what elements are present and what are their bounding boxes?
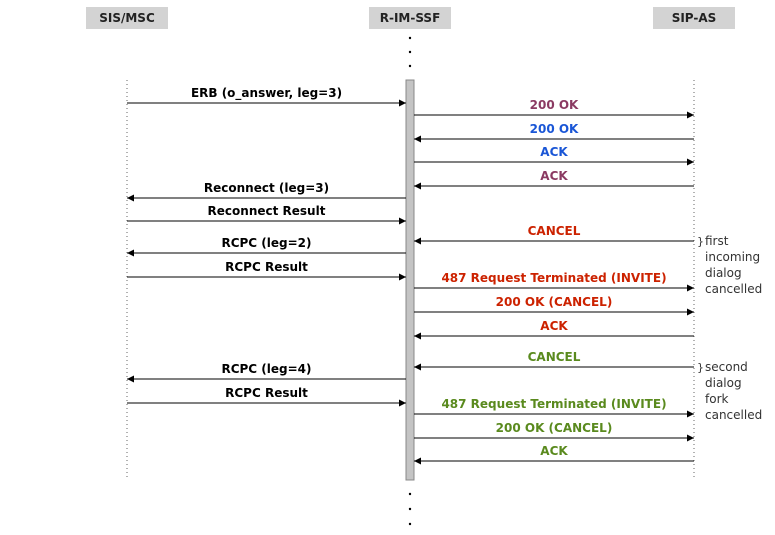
note-line: first	[705, 234, 729, 248]
message-16: 487 Request Terminated (INVITE)	[414, 397, 694, 418]
message-15: RCPC Result	[127, 386, 406, 407]
note-line: dialog	[705, 266, 742, 280]
note-line: dialog	[705, 376, 742, 390]
message-8: RCPC (leg=2)	[127, 236, 406, 257]
note-line: fork	[705, 392, 729, 406]
message-label: 200 OK	[530, 122, 579, 136]
message-11: 200 OK (CANCEL)	[414, 295, 694, 316]
note-line: incoming	[705, 250, 760, 264]
message-6: Reconnect Result	[127, 204, 406, 225]
message-label: RCPC Result	[225, 260, 308, 274]
message-4: ACK	[414, 169, 694, 190]
message-label: ACK	[540, 444, 568, 458]
message-18: ACK	[414, 444, 694, 465]
continuation-dots-bottom	[408, 492, 412, 526]
note-brace: }	[697, 235, 704, 248]
message-5: Reconnect (leg=3)	[127, 181, 406, 202]
message-12: ACK	[414, 319, 694, 340]
note-0: }first incoming dialog cancelled	[697, 234, 762, 296]
message-3: ACK	[414, 145, 694, 166]
note-1: }second dialog fork cancelled	[697, 360, 762, 422]
message-13: CANCEL	[414, 350, 694, 371]
message-9: RCPC Result	[127, 260, 406, 281]
message-2: 200 OK	[414, 122, 694, 143]
message-label: 200 OK	[530, 98, 579, 112]
entity-label-r-im-ssf: R-IM-SSF	[380, 11, 441, 25]
message-label: ACK	[540, 145, 568, 159]
message-label: RCPC (leg=4)	[221, 362, 311, 376]
message-label: CANCEL	[528, 224, 581, 238]
entity-sip-as: SIP-AS	[653, 7, 735, 29]
message-label: 487 Request Terminated (INVITE)	[441, 271, 666, 285]
message-7: CANCEL	[414, 224, 694, 245]
message-label: 487 Request Terminated (INVITE)	[441, 397, 666, 411]
message-17: 200 OK (CANCEL)	[414, 421, 694, 442]
note-line: cancelled	[705, 408, 762, 422]
activation-bar-r-im-ssf	[405, 79, 415, 481]
message-14: RCPC (leg=4)	[127, 362, 406, 383]
entity-sis-msc: SIS/MSC	[86, 7, 168, 29]
message-label: RCPC (leg=2)	[221, 236, 311, 250]
continuation-dots-top	[408, 36, 412, 68]
message-label: 200 OK (CANCEL)	[496, 421, 613, 435]
message-label: ACK	[540, 169, 568, 183]
message-10: 487 Request Terminated (INVITE)	[414, 271, 694, 292]
message-label: 200 OK (CANCEL)	[496, 295, 613, 309]
entity-label-sip-as: SIP-AS	[672, 11, 717, 25]
message-label: Reconnect Result	[208, 204, 326, 218]
message-label: RCPC Result	[225, 386, 308, 400]
message-label: ACK	[540, 319, 568, 333]
message-0: ERB (o_answer, leg=3)	[127, 86, 406, 107]
message-label: Reconnect (leg=3)	[204, 181, 329, 195]
message-1: 200 OK	[414, 98, 694, 119]
messages: ERB (o_answer, leg=3) 200 OK 200 OK ACK ACK R…	[127, 86, 694, 465]
note-brace: }	[697, 361, 704, 374]
notes: }firstincomingdialogcancelled}seconddial…	[697, 234, 762, 422]
message-label: CANCEL	[528, 350, 581, 364]
entity-r-im-ssf: R-IM-SSF	[369, 7, 451, 29]
message-label: ERB (o_answer, leg=3)	[191, 86, 342, 101]
note-line: cancelled	[705, 282, 762, 296]
note-line: second	[705, 360, 748, 374]
entity-label-sis-msc: SIS/MSC	[99, 11, 155, 25]
